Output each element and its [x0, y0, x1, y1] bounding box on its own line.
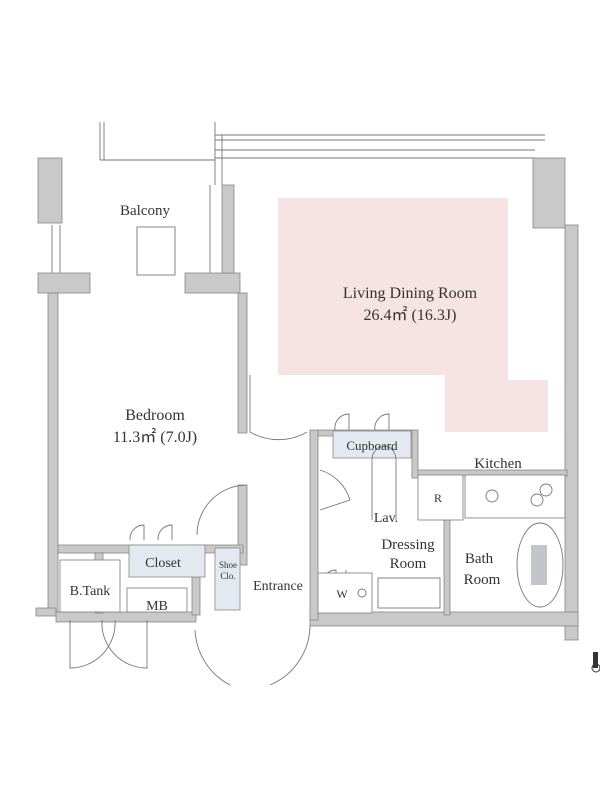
living-dining-highlight — [278, 198, 548, 432]
sink-icon — [485, 489, 499, 503]
label-bath: Bath — [465, 551, 494, 567]
refrigerator — [417, 474, 464, 521]
door-swings — [69, 375, 390, 686]
label-b-tank: B.Tank — [70, 584, 111, 599]
label-shoe: Shoe — [219, 560, 237, 570]
label-bedroom: Bedroom — [125, 407, 185, 424]
label-lav: Lav. — [374, 511, 398, 526]
washer — [317, 572, 373, 614]
label-washer: W — [336, 587, 348, 601]
closet — [128, 544, 206, 578]
label-mb: MB — [146, 599, 168, 614]
label-refrigerator: R — [434, 491, 442, 505]
stove-icon — [530, 493, 544, 507]
label-kitchen: Kitchen — [474, 456, 522, 472]
label-ldr: Living Dining Room — [343, 285, 478, 302]
cupboard — [332, 430, 412, 459]
label-entrance: Entrance — [253, 579, 303, 594]
label-ldr-area: 26.4㎡ (16.3J) — [364, 306, 457, 324]
label-balcony: Balcony — [120, 203, 170, 219]
label-dressing: Dressing — [381, 537, 435, 553]
kitchen-counter — [464, 474, 566, 519]
label-bath-room: Room — [464, 572, 501, 588]
label-shoe-clo: Clo. — [220, 571, 235, 581]
label-closet: Closet — [145, 556, 181, 571]
vanity — [377, 577, 441, 609]
bathtub-icon — [516, 522, 564, 608]
label-cupboard: Cupboard — [346, 438, 398, 453]
label-dressing-room: Room — [390, 556, 427, 572]
north-arrow-icon — [591, 652, 600, 673]
shoe-closet — [214, 547, 241, 611]
balcony-railing — [51, 122, 545, 276]
b-tank — [59, 559, 121, 613]
mb — [126, 587, 188, 613]
label-bedroom-area: 11.3㎡ (7.0J) — [113, 428, 197, 446]
